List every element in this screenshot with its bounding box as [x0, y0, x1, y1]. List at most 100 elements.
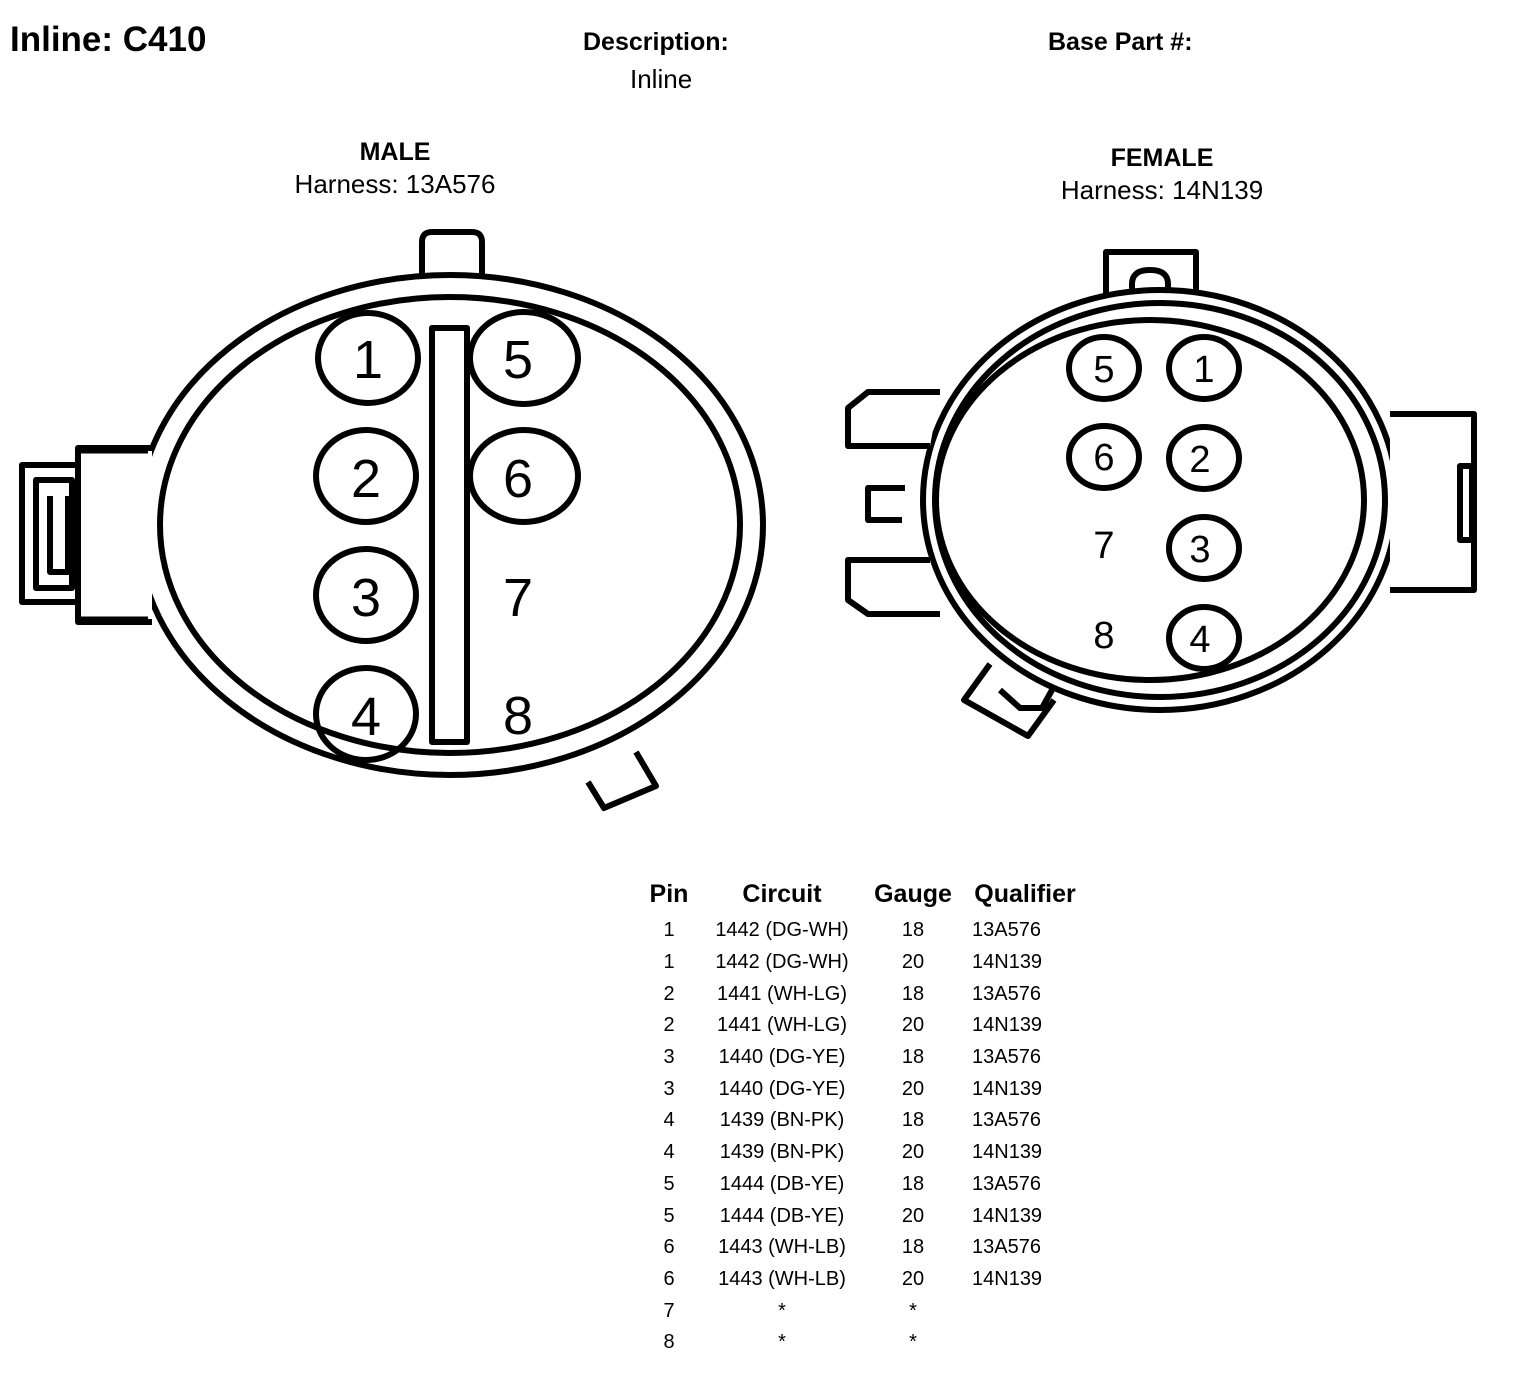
header-circuit: Circuit — [742, 880, 822, 908]
cell-gauge: 18 — [901, 919, 925, 942]
table-row: 6 1443 (WH-LB) 20 14N139 — [636, 1264, 1086, 1296]
cell-circuit: 1439 (BN-PK) — [719, 1109, 845, 1132]
male-connector — [19, 229, 766, 811]
cell-circuit: 1443 (WH-LB) — [718, 1267, 846, 1290]
table-row: 3 1440 (DG-YE) 18 13A576 — [636, 1042, 1086, 1074]
cell-qualifier — [964, 1295, 1086, 1327]
cell-circuit: 1440 (DG-YE) — [718, 1046, 846, 1069]
cell-qualifier: 14N139 — [972, 951, 1043, 974]
male-label: MALE — [359, 138, 431, 166]
male-pin-4: 4 — [351, 687, 381, 747]
female-label: FEMALE — [1110, 144, 1214, 172]
cell-qualifier: 13A576 — [972, 1172, 1041, 1195]
cell-qualifier: 13A576 — [972, 1236, 1041, 1259]
female-pin-8: 8 — [1093, 615, 1114, 657]
cell-pin: 2 — [663, 982, 675, 1005]
cell-gauge: * — [909, 1331, 917, 1354]
cell-pin: 3 — [663, 1077, 675, 1100]
cell-pin: 1 — [663, 919, 675, 942]
male-pin-7: 7 — [503, 568, 533, 628]
cell-gauge: 18 — [901, 1109, 925, 1132]
cell-pin: 4 — [663, 1141, 675, 1164]
base-part-label: Base Part #: — [1048, 28, 1193, 56]
cell-gauge: 20 — [901, 951, 925, 974]
cell-gauge: * — [909, 1299, 917, 1322]
table-row: 2 1441 (WH-LG) 18 13A576 — [636, 978, 1086, 1010]
female-pin-1: 1 — [1193, 349, 1214, 391]
cell-circuit: 1444 (DB-YE) — [719, 1204, 845, 1227]
page-title: Inline: C410 — [10, 20, 207, 59]
male-pin-6: 6 — [503, 449, 533, 509]
male-pin-2: 2 — [351, 449, 381, 509]
female-connector — [845, 249, 1477, 739]
female-pin-5: 5 — [1093, 349, 1114, 391]
female-pin-6: 6 — [1093, 437, 1114, 479]
cell-circuit: 1442 (DG-WH) — [715, 951, 849, 974]
cell-qualifier: 14N139 — [972, 1014, 1043, 1037]
male-pin-5: 5 — [503, 330, 533, 390]
cell-pin: 3 — [663, 1046, 675, 1069]
cell-qualifier: 13A576 — [972, 919, 1041, 942]
table-row: 8** — [636, 1327, 1086, 1359]
table-row: 3 1440 (DG-YE) 20 14N139 — [636, 1073, 1086, 1105]
cell-gauge: 18 — [901, 1046, 925, 1069]
cell-gauge: 20 — [901, 1014, 925, 1037]
pin-table: Pin Circuit Gauge Qualifier 1 1442 (DG-WH… — [636, 880, 1086, 1359]
cell-circuit: 1441 (WH-LG) — [716, 982, 848, 1005]
table-row: 1 1442 (DG-WH) 20 14N139 — [636, 947, 1086, 979]
cell-gauge: 20 — [901, 1077, 925, 1100]
table-row: 1 1442 (DG-WH) 18 13A576 — [636, 915, 1086, 947]
cell-qualifier: 14N139 — [972, 1077, 1043, 1100]
female-pin-4: 4 — [1189, 619, 1210, 661]
table-row: 6 1443 (WH-LB) 18 13A576 — [636, 1232, 1086, 1264]
female-pin-2: 2 — [1189, 439, 1210, 481]
cell-circuit: 1439 (BN-PK) — [719, 1141, 845, 1164]
cell-circuit: 1440 (DG-YE) — [718, 1077, 846, 1100]
cell-circuit: 1441 (WH-LG) — [716, 1014, 848, 1037]
table-row: 4 1439 (BN-PK) 20 14N139 — [636, 1137, 1086, 1169]
table-header-row: Pin Circuit Gauge Qualifier — [636, 880, 1086, 915]
table-row: 7 * * — [636, 1295, 1086, 1327]
table-row: 5 1444 (DB-YE) 20 14N139 — [636, 1200, 1086, 1232]
cell-pin: 6 — [663, 1236, 675, 1259]
connector-diagram: 1 2 3 4 5 6 7 8 1 2 3 4 5 6 7 8 — [19, 229, 1477, 811]
header-pin: Pin — [649, 880, 689, 908]
header-qualifier: Qualifier — [974, 880, 1076, 908]
cell-qualifier: 13A576 — [972, 1109, 1041, 1132]
cell-gauge: 18 — [901, 982, 925, 1005]
cell-circuit: 1442 (DG-WH) — [715, 919, 849, 942]
cell-qualifier: 14N139 — [972, 1267, 1043, 1290]
header-gauge: Gauge — [874, 880, 952, 908]
male-harness: Harness: 13A576 — [294, 169, 496, 199]
male-pin-3: 3 — [351, 568, 381, 628]
cell-pin: 5 — [663, 1204, 675, 1227]
female-pin-7: 7 — [1093, 525, 1114, 567]
cell-pin: 1 — [663, 951, 675, 974]
cell-qualifier: 14N139 — [972, 1204, 1043, 1227]
cell-gauge: 20 — [901, 1204, 925, 1227]
male-pin-8: 8 — [503, 686, 533, 746]
cell-pin: 7 — [663, 1299, 675, 1322]
cell-gauge: 18 — [901, 1172, 925, 1195]
female-harness: Harness: 14N139 — [1060, 175, 1264, 205]
cell-pin: 6 — [663, 1267, 675, 1290]
cell-pin: 5 — [663, 1172, 675, 1195]
cell-circuit: 1443 (WH-LB) — [718, 1236, 846, 1259]
cell-circuit: 1444 (DB-YE) — [719, 1172, 845, 1195]
cell-circuit: * — [778, 1299, 786, 1322]
cell-gauge: 20 — [901, 1267, 925, 1290]
male-pin-1: 1 — [353, 330, 383, 390]
cell-qualifier: 13A576 — [972, 1046, 1041, 1069]
cell-circuit: * — [778, 1331, 786, 1354]
cell-qualifier: 14N139 — [972, 1141, 1043, 1164]
cell-qualifier: 13A576 — [972, 982, 1041, 1005]
female-pin-3: 3 — [1189, 529, 1210, 571]
table-row: 5 1444 (DB-YE) 18 13A576 — [636, 1169, 1086, 1201]
cell-gauge: 20 — [901, 1141, 925, 1164]
description-label: Description: — [583, 28, 729, 56]
cell-gauge: 18 — [901, 1236, 925, 1259]
description-value: Inline — [630, 64, 693, 94]
cell-qualifier — [964, 1327, 1086, 1359]
